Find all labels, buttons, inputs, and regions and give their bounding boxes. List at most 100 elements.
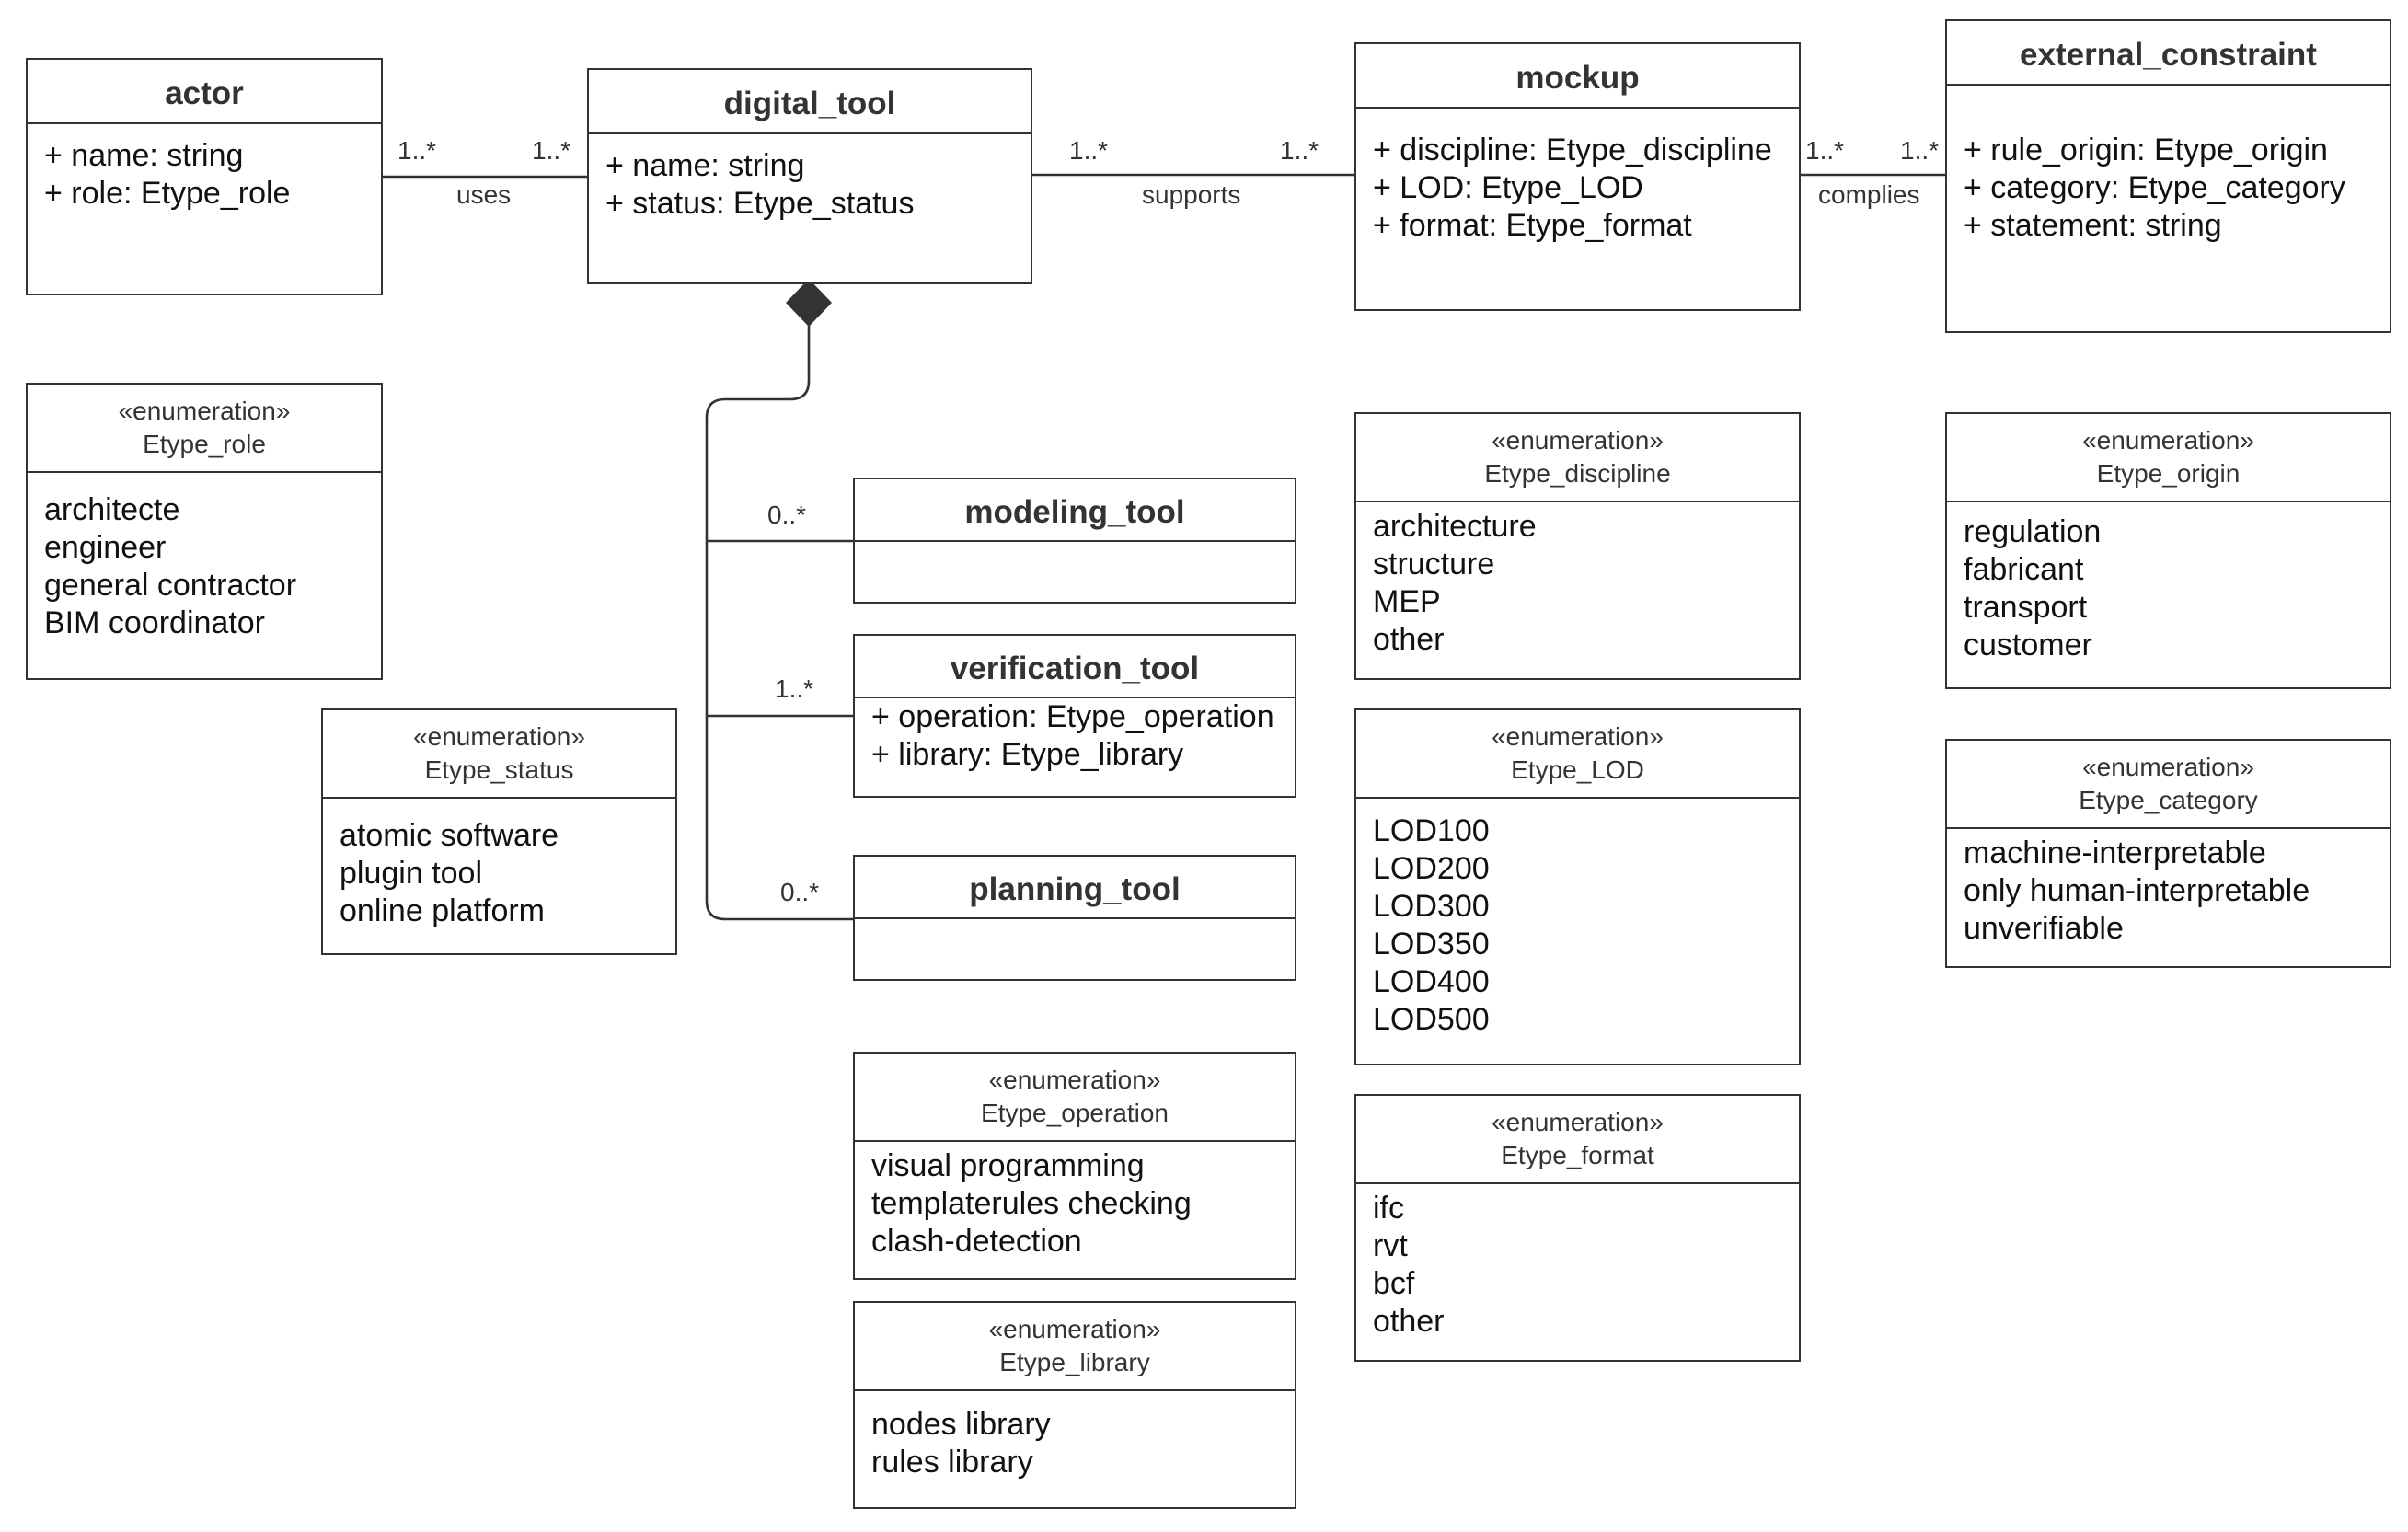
enum-literal: online platform	[340, 893, 546, 928]
attribute: + role: Etype_role	[44, 176, 291, 211]
class-external-constraint[interactable]: external_constraint + rule_origin: Etype…	[1945, 19, 2391, 333]
enum-etype-discipline[interactable]: «enumeration» Etype_discipline architect…	[1354, 412, 1801, 680]
class-modeling-tool[interactable]: modeling_tool	[853, 478, 1296, 604]
enum-literal: LOD500	[1373, 1002, 1490, 1037]
complies-label: complies	[1818, 180, 1920, 209]
enum-etype-library[interactable]: «enumeration» Etype_library nodes librar…	[853, 1301, 1296, 1509]
enum-literal: LOD350	[1373, 927, 1490, 962]
class-name: planning_tool	[969, 871, 1181, 907]
enum-literal: architecture	[1373, 509, 1537, 544]
enum-literal: LOD200	[1373, 851, 1490, 886]
enum-literal: unverifiable	[1964, 911, 2124, 946]
enum-etype-format[interactable]: «enumeration» Etype_format ifc rvt bcf o…	[1354, 1094, 1801, 1362]
enum-literal: LOD100	[1373, 813, 1490, 848]
class-name: external_constraint	[2020, 37, 2317, 73]
stereotype-label: «enumeration»	[1492, 722, 1664, 751]
attribute: + category: Etype_category	[1964, 170, 2345, 205]
enum-literal: atomic software	[340, 818, 559, 853]
stereotype-label: «enumeration»	[1492, 426, 1664, 455]
planning-multiplicity: 0..*	[780, 878, 820, 906]
supports-source-multiplicity: 1..*	[1069, 136, 1109, 165]
attribute: + LOD: Etype_LOD	[1373, 170, 1643, 205]
enum-name: Etype_category	[2079, 786, 2258, 814]
complies-target-multiplicity: 1..*	[1900, 136, 1940, 165]
enum-etype-category[interactable]: «enumeration» Etype_category machine-int…	[1945, 739, 2391, 968]
uses-source-multiplicity: 1..*	[397, 136, 437, 165]
stereotype-label: «enumeration»	[118, 397, 291, 425]
enum-literal: regulation	[1964, 514, 2102, 549]
stereotype-label: «enumeration»	[2082, 426, 2254, 455]
enum-literal: fabricant	[1964, 552, 2084, 587]
enum-literal: rules library	[871, 1445, 1033, 1480]
enum-literal: transport	[1964, 590, 2088, 625]
enum-literal: structure	[1373, 547, 1495, 582]
class-actor[interactable]: actor + name: string + role: Etype_role	[26, 58, 383, 295]
enum-literal: other	[1373, 1304, 1445, 1339]
enum-name: Etype_discipline	[1484, 459, 1671, 488]
enum-literal: LOD300	[1373, 889, 1490, 924]
composition-diamond-icon	[786, 279, 832, 327]
class-mockup[interactable]: mockup + discipline: Etype_discipline + …	[1354, 42, 1801, 311]
enum-literal: other	[1373, 622, 1445, 657]
class-planning-tool[interactable]: planning_tool	[853, 855, 1296, 981]
enum-name: Etype_LOD	[1511, 755, 1644, 784]
uses-target-multiplicity: 1..*	[532, 136, 571, 165]
class-name: mockup	[1515, 60, 1640, 96]
attribute: + library: Etype_library	[871, 737, 1184, 772]
enum-literal: only human-interpretable	[1964, 873, 2310, 908]
class-verification-tool[interactable]: verification_tool + operation: Etype_ope…	[853, 634, 1296, 798]
enum-literal: engineer	[44, 530, 167, 565]
enum-literal: customer	[1964, 628, 2092, 662]
enum-literal: rvt	[1373, 1228, 1408, 1263]
enum-etype-status[interactable]: «enumeration» Etype_status atomic softwa…	[321, 708, 677, 955]
stereotype-label: «enumeration»	[1492, 1108, 1664, 1136]
enum-name: Etype_origin	[2096, 459, 2241, 488]
stereotype-label: «enumeration»	[988, 1065, 1161, 1094]
enum-literal: MEP	[1373, 584, 1441, 619]
composition-line[interactable]	[705, 322, 854, 921]
attribute: + rule_origin: Etype_origin	[1964, 132, 2328, 167]
enum-literal: plugin tool	[340, 856, 483, 891]
enum-etype-role[interactable]: «enumeration» Etype_role architecte engi…	[26, 383, 383, 680]
enum-name: Etype_library	[999, 1348, 1150, 1376]
attribute: + name: string	[44, 138, 244, 173]
enum-etype-lod[interactable]: «enumeration» Etype_LOD LOD100 LOD200 LO…	[1354, 708, 1801, 1065]
enum-etype-operation[interactable]: «enumeration» Etype_operation visual pro…	[853, 1052, 1296, 1280]
modeling-multiplicity: 0..*	[767, 501, 807, 529]
enum-literal: architecte	[44, 492, 180, 527]
enum-name: Etype_format	[1501, 1141, 1654, 1169]
class-digital-tool[interactable]: digital_tool + name: string + status: Et…	[587, 68, 1032, 284]
class-name: modeling_tool	[964, 494, 1185, 530]
complies-source-multiplicity: 1..*	[1805, 136, 1845, 165]
attribute: + status: Etype_status	[605, 186, 915, 221]
enum-literal: machine-interpretable	[1964, 835, 2266, 870]
stereotype-label: «enumeration»	[988, 1315, 1161, 1343]
enum-literal: LOD400	[1373, 964, 1490, 999]
stereotype-label: «enumeration»	[2082, 753, 2254, 781]
class-name: verification_tool	[950, 651, 1200, 686]
supports-target-multiplicity: 1..*	[1280, 136, 1319, 165]
attribute: + statement: string	[1964, 208, 2222, 243]
enum-literal: general contractor	[44, 568, 297, 603]
attribute: + name: string	[605, 148, 805, 183]
uses-label: uses	[456, 180, 512, 209]
enum-name: Etype_operation	[981, 1099, 1169, 1127]
enum-literal: nodes library	[871, 1407, 1051, 1442]
enum-name: Etype_status	[424, 755, 574, 784]
attribute: + format: Etype_format	[1373, 208, 1692, 243]
enum-literal: ifc	[1373, 1191, 1404, 1226]
enum-etype-origin[interactable]: «enumeration» Etype_origin regulation fa…	[1945, 412, 2391, 689]
enum-literal: BIM coordinator	[44, 605, 265, 640]
enum-literal: clash-detection	[871, 1224, 1082, 1259]
verification-multiplicity: 1..*	[775, 674, 814, 703]
supports-label: supports	[1142, 180, 1241, 209]
class-name: actor	[165, 75, 244, 111]
enum-literal: bcf	[1373, 1266, 1415, 1301]
enum-literal: visual programming	[871, 1148, 1145, 1183]
attribute: + discipline: Etype_discipline	[1373, 132, 1772, 167]
class-name: digital_tool	[723, 86, 896, 121]
enum-name: Etype_role	[143, 430, 266, 458]
stereotype-label: «enumeration»	[413, 722, 585, 751]
